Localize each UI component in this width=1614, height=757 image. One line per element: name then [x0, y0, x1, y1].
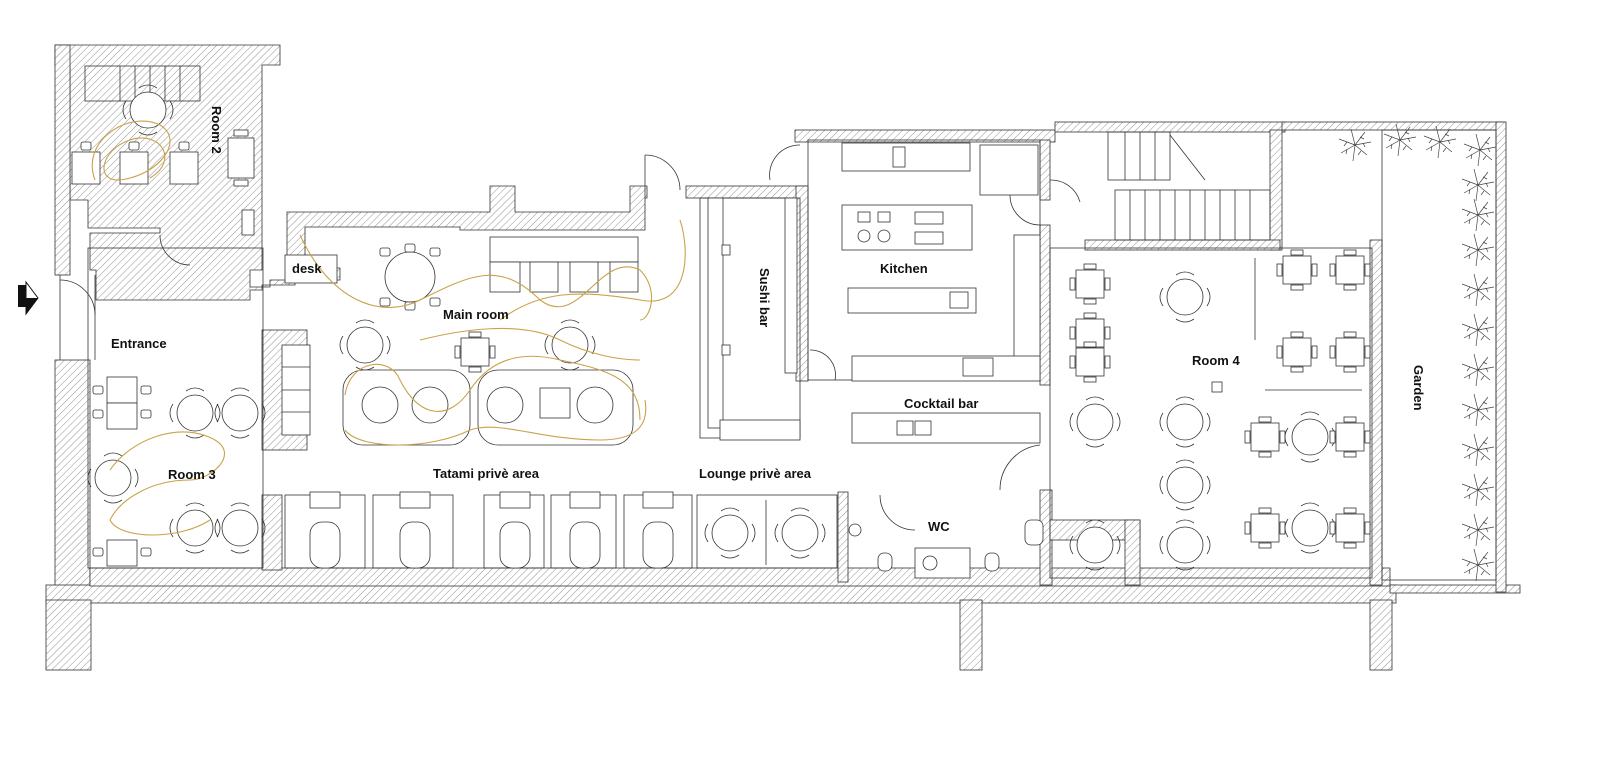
interior-partitions	[59, 129, 1497, 581]
north-arrow-icon	[18, 280, 39, 316]
room2-furniture	[71, 84, 255, 236]
label-room2: Room 2	[209, 106, 224, 154]
label-sushi-bar: Sushi bar	[757, 268, 772, 327]
main-room-furniture	[281, 236, 639, 446]
lounge-furniture	[704, 500, 826, 565]
label-tatami-prive-area: Tatami privè area	[433, 466, 540, 481]
label-room4: Room 4	[1192, 353, 1240, 368]
sushi-bar-counter	[707, 197, 801, 441]
label-kitchen: Kitchen	[880, 261, 928, 276]
label-wc: WC	[928, 519, 950, 534]
label-room3: Room 3	[168, 467, 216, 482]
room3-furniture	[87, 376, 266, 567]
room4-furniture	[1069, 249, 1371, 571]
label-main-room: Main room	[443, 307, 509, 322]
label-entrance: Entrance	[111, 336, 167, 351]
label-garden: Garden	[1411, 365, 1426, 411]
kitchen-equipment	[841, 142, 1041, 444]
circulation-paths	[91, 120, 686, 536]
outer-walls	[45, 44, 1521, 671]
wc-fixtures	[848, 519, 1044, 579]
label-lounge-prive-area: Lounge privè area	[699, 466, 812, 481]
tatami-booths	[309, 491, 674, 569]
label-cocktail-bar: Cocktail bar	[904, 396, 978, 411]
label-desk: desk	[292, 261, 322, 276]
stairs-room4	[1107, 131, 1271, 241]
